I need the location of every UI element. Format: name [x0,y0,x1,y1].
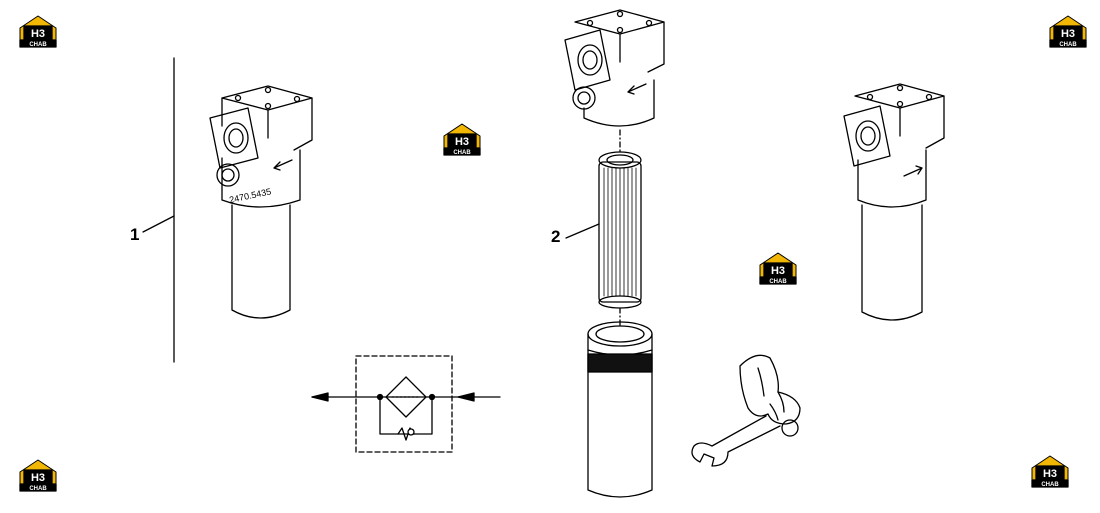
svg-text:CHAB: CHAB [29,486,47,492]
filter-head-center [564,9,665,127]
brand-logo: H3 CHAB [19,459,57,492]
svg-text:H3: H3 [455,136,469,148]
brand-logo: H3 CHAB [1031,455,1069,488]
hand-with-wrench [691,354,801,467]
svg-text:CHAB: CHAB [453,150,471,156]
filter-element [598,151,642,309]
leader-line-2 [565,223,600,239]
callout-2: 2 [551,227,561,246]
housing-marking: 2470.5435 [228,186,272,205]
brand-logo: H3 CHAB [19,15,57,48]
svg-text:CHAB: CHAB [1041,482,1059,488]
svg-text:CHAB: CHAB [769,279,787,285]
filter-bowl [587,321,653,498]
filter-assembly-right [843,83,945,321]
svg-text:H3: H3 [771,265,785,277]
callout-1: 1 [130,225,140,244]
brand-logo: H3 CHAB [759,252,797,285]
hydraulic-filter-symbol [311,355,501,453]
brand-logo: H3 CHAB [443,123,481,156]
svg-text:H3: H3 [1043,468,1057,480]
svg-text:H3: H3 [1061,28,1075,40]
svg-text:CHAB: CHAB [1059,42,1077,48]
brand-logo: H3 CHAB [1049,15,1087,48]
svg-text:H3: H3 [31,28,45,40]
filter-assembly-left [209,85,313,319]
assembly-bracket [142,57,175,363]
svg-text:H3: H3 [31,472,45,484]
svg-text:CHAB: CHAB [29,42,47,48]
